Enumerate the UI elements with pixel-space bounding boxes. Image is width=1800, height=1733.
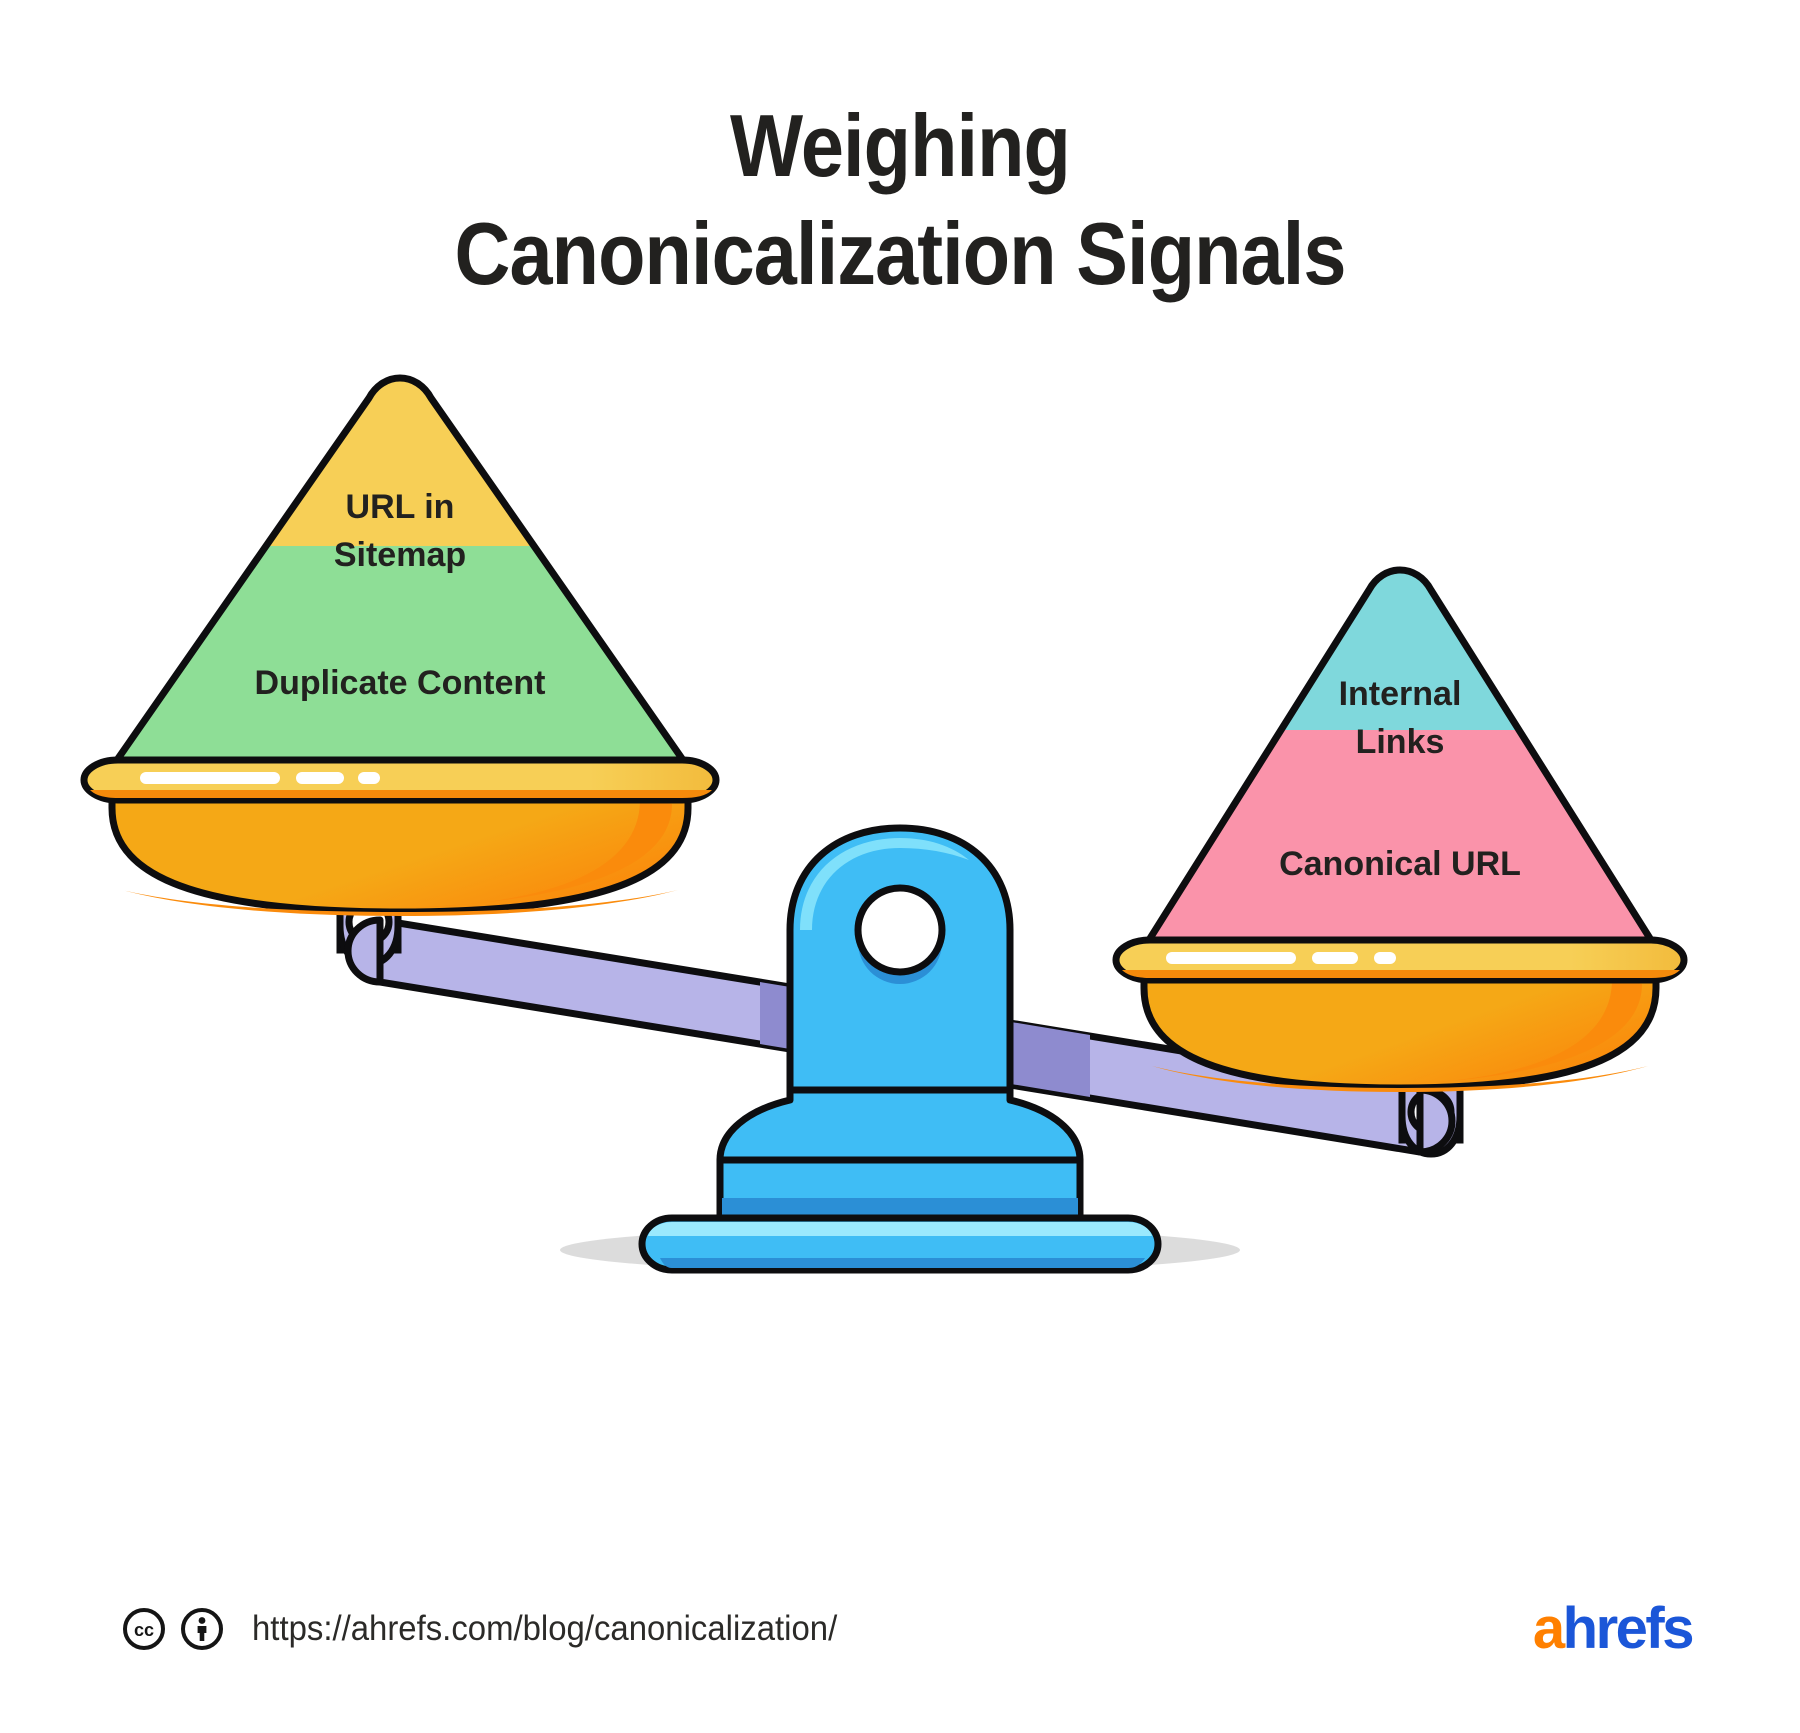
- left-beam-tip: [344, 916, 384, 986]
- left-weight-stack: URL in Sitemap Duplicate Content: [113, 374, 687, 764]
- right-pan-rim-highlight: [1166, 952, 1396, 964]
- page-title: Weighing Canonicalization Signals: [0, 92, 1800, 308]
- left-segment-1-label-line2: Sitemap: [334, 536, 466, 574]
- balance-scale-illustration: URL in Sitemap Duplicate Content: [0, 330, 1800, 1390]
- ahrefs-logo: ahrefs: [1533, 1600, 1695, 1658]
- left-segment-2-label: Duplicate Content: [255, 664, 546, 702]
- source-url[interactable]: https://ahrefs.com/blog/canonicalization…: [252, 1609, 838, 1648]
- left-pan: [80, 756, 720, 916]
- right-weight-stack: Internal Links Canonical URL: [1145, 566, 1655, 944]
- scale-post: [638, 824, 1162, 1274]
- left-segment-1-label-line1: URL in: [346, 488, 455, 526]
- ahrefs-logo-accent: a: [1532, 1596, 1565, 1661]
- post-tier-shade: [722, 1198, 1078, 1218]
- right-segment-1-label-line1: Internal: [1339, 675, 1462, 713]
- right-segment-2-label: Canonical URL: [1279, 845, 1521, 883]
- right-beam-tip: [1416, 1086, 1456, 1156]
- cc-by-person-icon: [181, 1608, 223, 1650]
- pivot-hole: [854, 884, 946, 976]
- cc-icon: cc: [123, 1608, 165, 1650]
- svg-text:cc: cc: [134, 1620, 154, 1640]
- left-pan-rim-highlight: [140, 772, 380, 784]
- ahrefs-logo-text: hrefs: [1562, 1596, 1695, 1661]
- right-pan: [1112, 936, 1688, 1092]
- footer: cc https://ahrefs.com/blog/canonicalizat…: [0, 1597, 1800, 1661]
- page-title-line-2: Canonicalization Signals: [454, 204, 1346, 303]
- license-icons: cc: [122, 1607, 224, 1651]
- page-title-line-1: Weighing: [730, 96, 1071, 195]
- right-segment-1-label-line2: Links: [1356, 723, 1445, 761]
